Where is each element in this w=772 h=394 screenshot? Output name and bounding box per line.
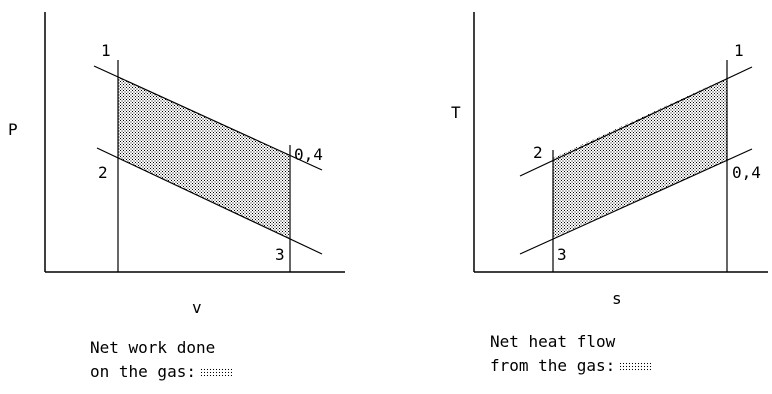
pv-diagram: P v 1 2 3 0,4 — [8, 12, 345, 317]
ts-caption-line2: from the gas: — [490, 356, 616, 375]
pv-y-axis-label: P — [8, 120, 18, 139]
pv-point-04-label: 0,4 — [294, 145, 323, 164]
ts-caption-line2-row: from the gas: — [490, 354, 652, 378]
pv-net-work-area — [118, 77, 290, 238]
pv-caption: Net work done on the gas: — [90, 336, 232, 384]
ts-hatch-legend-swatch — [619, 362, 652, 371]
ts-point-3-label: 3 — [557, 245, 567, 264]
ts-caption: Net heat flow from the gas: — [490, 330, 652, 378]
pv-caption-line1: Net work done — [90, 338, 216, 357]
ts-point-1-label: 1 — [734, 41, 744, 60]
ts-diagram: T s 1 2 3 0,4 — [451, 12, 768, 308]
pv-caption-line2-row: on the gas: — [90, 360, 232, 384]
ts-point-2-label: 2 — [533, 143, 543, 162]
pv-x-axis-label: v — [192, 298, 202, 317]
ts-isobar-high — [519, 66, 753, 177]
pv-point-2-label: 2 — [98, 163, 108, 182]
ts-isobar-low — [519, 148, 753, 255]
pv-hatch-legend-swatch — [199, 368, 232, 377]
ts-net-heat-area — [553, 78, 727, 238]
ts-caption-line1: Net heat flow — [490, 332, 616, 351]
pv-point-1-label: 1 — [101, 41, 111, 60]
ts-y-axis-label: T — [451, 103, 461, 122]
ts-x-axis-label: s — [612, 289, 622, 308]
pv-caption-line2: on the gas: — [90, 362, 196, 381]
pv-point-3-label: 3 — [275, 245, 285, 264]
ts-point-04-label: 0,4 — [732, 163, 761, 182]
pv-isobar-low — [96, 147, 323, 255]
pv-isobar-high — [93, 65, 323, 171]
